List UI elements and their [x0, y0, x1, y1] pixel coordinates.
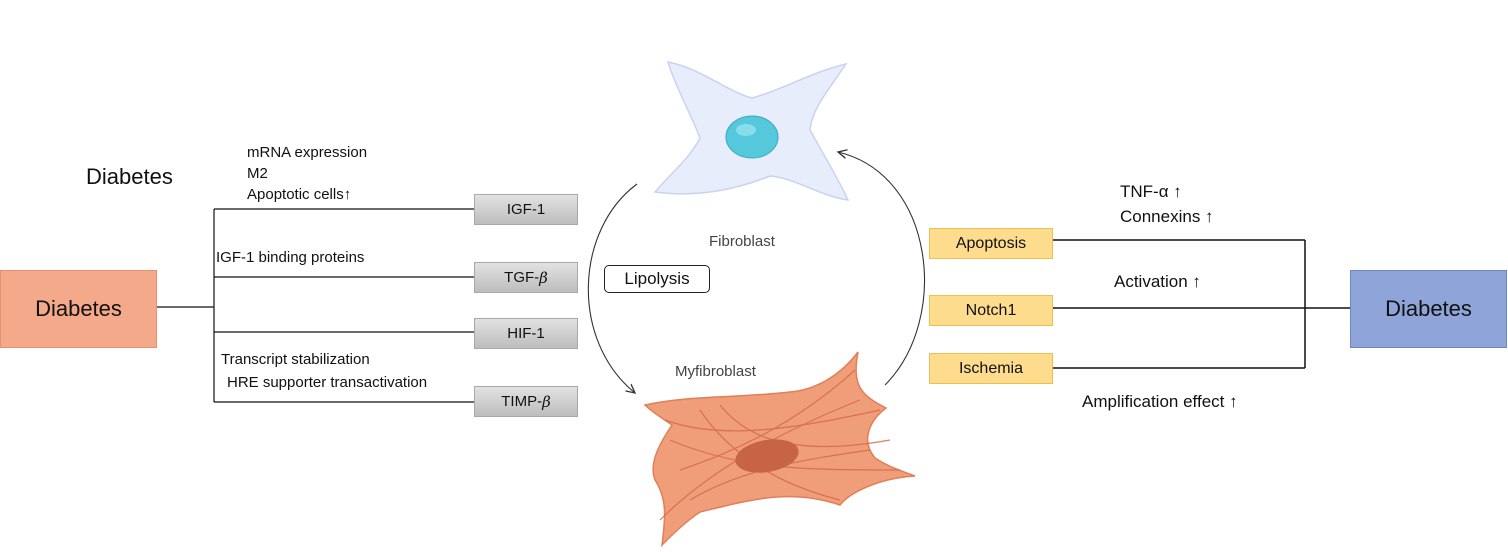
myofibroblast-label: Myfibroblast [675, 363, 756, 380]
fibroblast-label: Fibroblast [709, 233, 775, 250]
note-hre: HRE supporter transactivation [227, 374, 428, 391]
diabetes-box-left: Diabetes [0, 270, 157, 348]
note-transcript: Transcript stabilization [221, 351, 370, 368]
factor-hif1: HIF-1 [474, 318, 578, 349]
note-igf1-binding: IGF-1 binding proteins [216, 249, 365, 266]
beta-symbol: β [539, 268, 548, 287]
mechanism-notch1: Notch1 [929, 295, 1053, 326]
note-amplification: Amplification effect ↑ [1082, 392, 1238, 411]
myofibroblast-cell [643, 351, 916, 548]
note-tnf: TNF-α ↑ [1120, 182, 1182, 201]
right-connectors [1053, 239, 1350, 369]
note-m2: M2 [247, 165, 268, 182]
factor-tgf-beta: TGF-β [474, 262, 578, 293]
mechanism-ischemia: Ischemia [929, 353, 1053, 384]
note-mrna: mRNA expression [247, 144, 368, 161]
arrow-to-myofibroblast [587, 183, 638, 393]
lipolysis-box: Lipolysis [604, 265, 710, 293]
beta-symbol: β [542, 392, 551, 411]
left-connectors [157, 208, 474, 403]
factor-timp-label: TIMP- [501, 393, 543, 410]
diabetes-title: Diabetes [86, 164, 173, 189]
mechanism-apoptosis: Apoptosis [929, 228, 1053, 259]
factor-tgf-label: TGF- [504, 269, 540, 286]
note-connexins: Connexins ↑ [1120, 207, 1214, 226]
factor-timp-beta: TIMP-β [474, 386, 578, 417]
fibroblast-cell [653, 61, 850, 201]
diabetes-box-right: Diabetes [1350, 270, 1507, 348]
arrow-to-fibroblast [838, 152, 925, 386]
note-apoptotic: Apoptotic cells↑ [247, 186, 352, 203]
note-activation: Activation ↑ [1114, 272, 1201, 291]
factor-igf1: IGF-1 [474, 194, 578, 225]
